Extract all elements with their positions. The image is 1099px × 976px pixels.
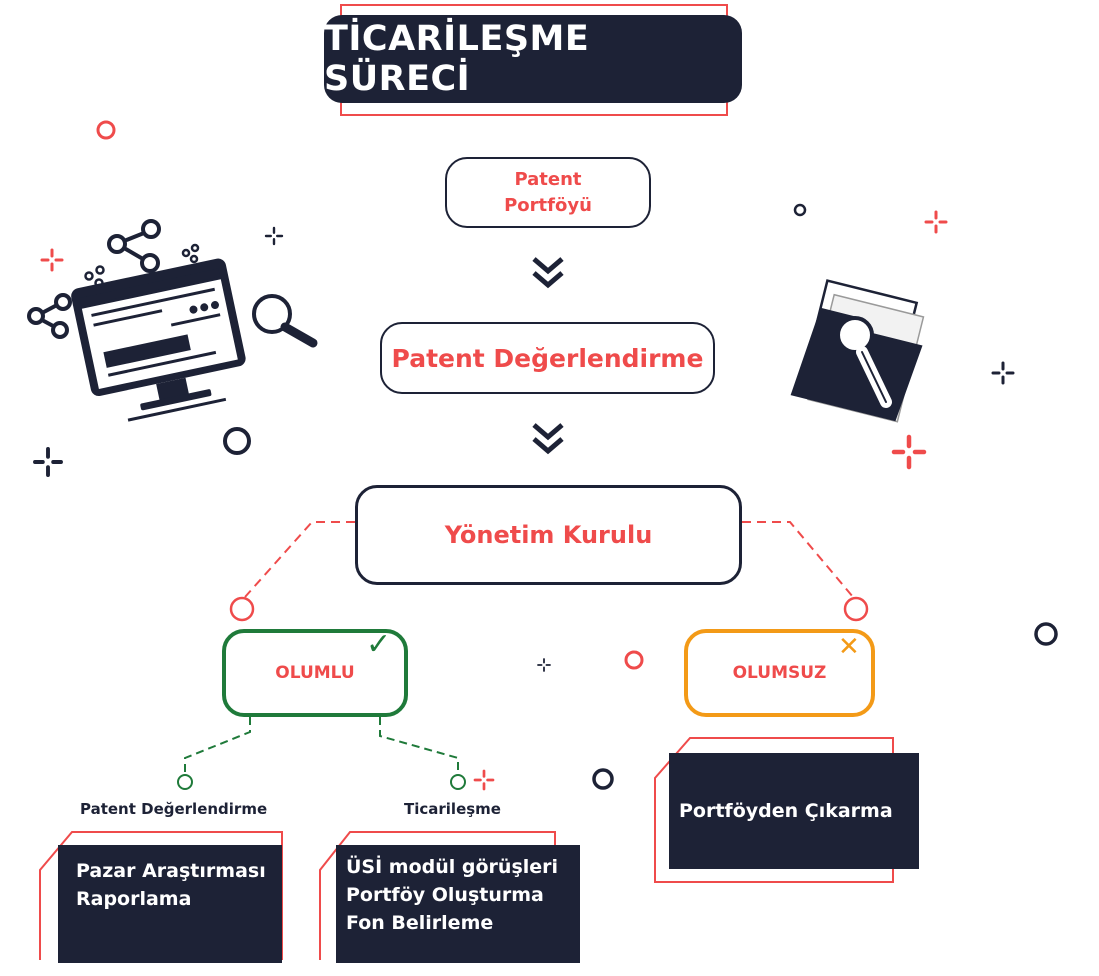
node-board: Yönetim Kurulu bbox=[355, 485, 742, 585]
connector-board-negative bbox=[742, 521, 854, 598]
outcome-box-negative: Portföyden Çıkarma bbox=[669, 753, 919, 869]
node-dot-right-branch bbox=[450, 774, 466, 790]
sparkle-icon bbox=[33, 447, 63, 477]
circle-icon bbox=[592, 768, 614, 790]
cross-icon: ✕ bbox=[838, 632, 860, 662]
sparkle-icon bbox=[891, 434, 927, 470]
outcome-left-line: Raporlama bbox=[76, 888, 192, 910]
node-positive-label: OLUMLU bbox=[275, 663, 355, 683]
connector-board-positive bbox=[244, 521, 355, 598]
circle-icon bbox=[793, 203, 807, 217]
sparkle-icon bbox=[264, 226, 284, 246]
circle-icon bbox=[1034, 622, 1058, 646]
branch-label-commercialization: Ticarileşme bbox=[404, 800, 501, 818]
node-negative: OLUMSUZ bbox=[684, 629, 875, 717]
node-positive: OLUMLU bbox=[222, 629, 408, 717]
frame-left-outcome bbox=[39, 831, 283, 960]
branch-label-evaluation: Patent Değerlendirme bbox=[80, 800, 268, 818]
outcome-middle-line: Fon Belirleme bbox=[346, 912, 494, 934]
connector-positive-right bbox=[379, 717, 459, 772]
circle-icon bbox=[624, 650, 644, 670]
outcome-left-line: Pazar Araştırması bbox=[76, 860, 266, 882]
node-patent-evaluation: Patent Değerlendirme bbox=[380, 322, 715, 394]
node-dot-positive bbox=[229, 596, 255, 622]
connector-positive-left bbox=[184, 717, 251, 772]
double-chevron-down-icon bbox=[532, 423, 564, 455]
double-chevron-down-icon bbox=[532, 257, 564, 289]
node-negative-label: OLUMSUZ bbox=[732, 663, 827, 683]
node-dot-left-branch bbox=[177, 774, 193, 790]
outcome-middle-line: Portföy Oluşturma bbox=[346, 884, 544, 906]
outcome-box-left: Pazar Araştırması Raporlama bbox=[58, 845, 282, 963]
circle-icon bbox=[223, 427, 251, 455]
frame-negative-outcome bbox=[654, 737, 894, 883]
outcome-box-middle: ÜSİ modül görüşleri Portföy Oluşturma Fo… bbox=[336, 845, 580, 963]
circle-icon bbox=[96, 120, 116, 140]
page-title: TİCARİLEŞME SÜRECİ bbox=[324, 15, 742, 103]
sparkle-icon bbox=[473, 769, 495, 791]
node-patent-portfolio: Patent Portföyü bbox=[445, 157, 651, 228]
computer-network-icon bbox=[27, 219, 318, 422]
sparkle-icon bbox=[991, 361, 1015, 385]
outcome-negative-text: Portföyden Çıkarma bbox=[679, 800, 893, 822]
sparkle-icon bbox=[40, 248, 64, 272]
outcome-middle-line: ÜSİ modül görüşleri bbox=[346, 856, 559, 878]
sparkle-icon bbox=[537, 658, 551, 672]
node-patent-portfolio-line2: Portföyü bbox=[504, 194, 592, 216]
node-dot-negative bbox=[843, 596, 869, 622]
checkmark-icon: ✓ bbox=[366, 627, 392, 662]
sparkle-icon bbox=[924, 210, 948, 234]
node-patent-portfolio-line1: Patent bbox=[514, 168, 582, 190]
folder-search-icon bbox=[790, 279, 925, 423]
